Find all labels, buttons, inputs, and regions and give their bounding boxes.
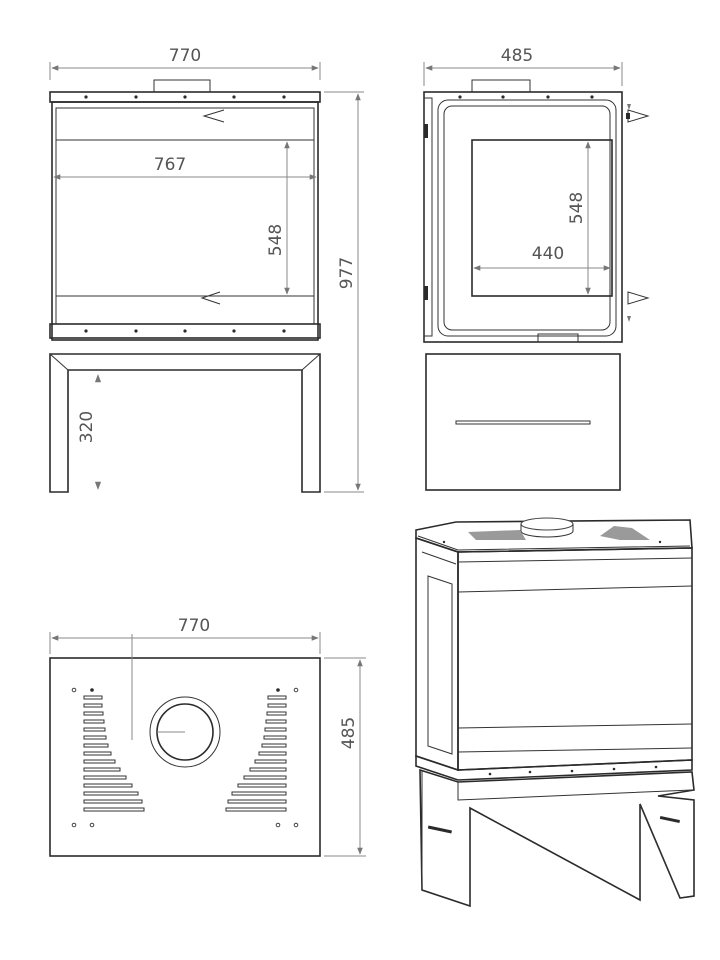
side-ash-handle bbox=[537, 333, 579, 343]
top-view: 770 485 bbox=[49, 616, 366, 857]
persp-front-face bbox=[457, 547, 693, 771]
top-flue-outer bbox=[149, 696, 221, 768]
side-air-arrow-bottom bbox=[627, 291, 650, 305]
persp-bottom-plate bbox=[415, 754, 693, 781]
persp-stand-slot-left bbox=[427, 825, 452, 834]
persp-vents-right bbox=[600, 526, 650, 540]
side-door-frame bbox=[423, 97, 433, 337]
side-hinge-top bbox=[424, 124, 428, 138]
side-glass-height-label: 548 bbox=[567, 192, 587, 224]
side-depth-label: 485 bbox=[501, 46, 533, 66]
front-flue-stub bbox=[153, 79, 211, 93]
side-outer-frame bbox=[437, 99, 617, 337]
perspective-view bbox=[415, 517, 695, 908]
front-bottom-band bbox=[55, 295, 315, 325]
side-stand bbox=[425, 353, 621, 491]
total-height-label: 977 bbox=[337, 257, 357, 289]
front-top-band bbox=[55, 107, 315, 141]
front-view: 770 767 548 977 320 bbox=[49, 46, 364, 493]
persp-glass-top bbox=[457, 585, 693, 593]
side-stand-slot bbox=[455, 420, 591, 425]
side-hinge-bottom bbox=[424, 286, 428, 300]
top-width-label: 770 bbox=[178, 616, 210, 636]
side-air-arrow-top bbox=[627, 109, 650, 123]
side-body bbox=[423, 91, 623, 343]
side-top-rivets bbox=[458, 95, 594, 99]
persp-stand-slot-right bbox=[659, 815, 680, 824]
side-glass-width-label: 440 bbox=[532, 244, 564, 264]
persp-glass-bottom bbox=[457, 723, 693, 729]
top-depth-label: 485 bbox=[339, 717, 359, 749]
top-right-vents bbox=[225, 695, 287, 812]
persp-side-glass bbox=[427, 575, 453, 755]
front-width-label: 770 bbox=[169, 46, 201, 66]
persp-vents-left bbox=[468, 530, 526, 540]
persp-flue bbox=[520, 517, 574, 531]
stand-height-label: 320 bbox=[77, 411, 97, 443]
top-left-vents bbox=[83, 695, 145, 812]
top-fixing-holes bbox=[71, 687, 299, 828]
front-body bbox=[51, 101, 319, 341]
side-glass bbox=[471, 139, 613, 297]
side-view: 485 548 440 bbox=[423, 46, 650, 491]
front-inner-width-label: 767 bbox=[154, 155, 186, 175]
front-air-arrow-top bbox=[202, 109, 225, 123]
persp-stand bbox=[419, 768, 695, 908]
front-top-rivets bbox=[84, 95, 286, 99]
front-glass-height-label: 548 bbox=[266, 224, 286, 256]
front-air-arrow-bottom bbox=[200, 291, 221, 305]
front-bottom-rivets bbox=[84, 329, 286, 333]
front-bottom-plate bbox=[49, 323, 321, 339]
top-plate bbox=[49, 657, 321, 857]
persp-bottom-rivets bbox=[488, 765, 658, 776]
side-flue-stub bbox=[471, 79, 531, 93]
